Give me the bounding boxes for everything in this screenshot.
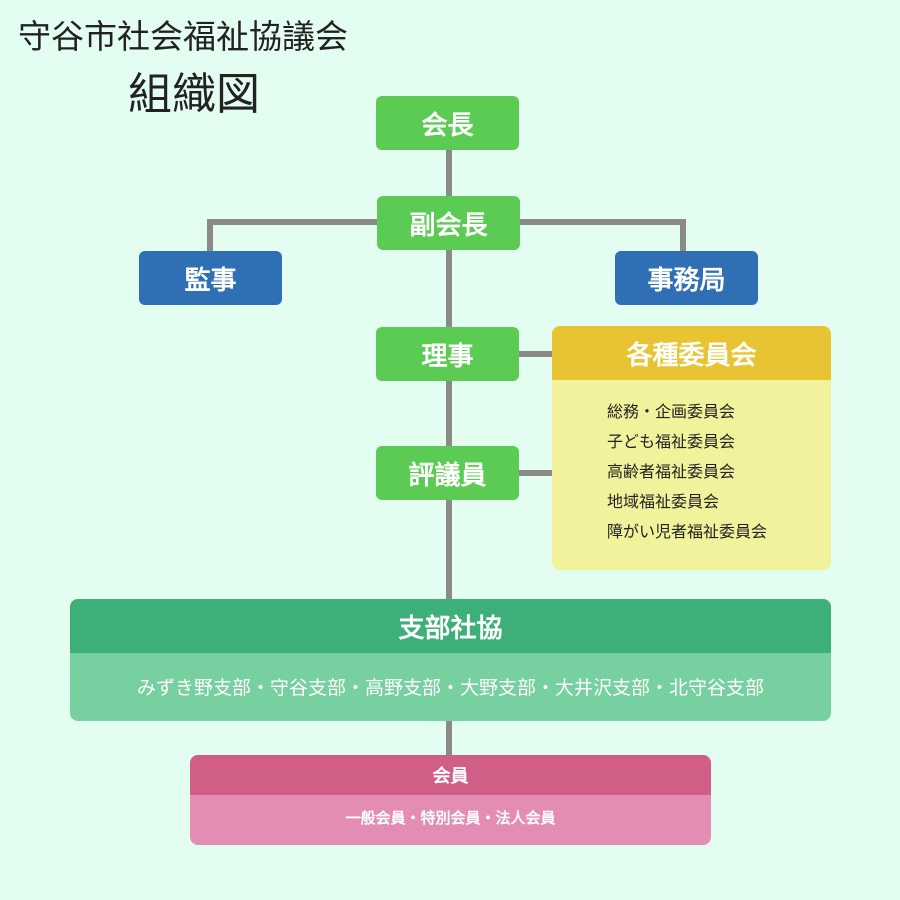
org-subtitle: 組織図 xyxy=(128,69,260,120)
committee-item: 子ども福祉委員会 xyxy=(607,432,736,451)
branches-header: 支部社協 xyxy=(70,599,831,653)
connector-auditor-vertical xyxy=(207,219,213,253)
committee-item: 障がい児者福祉委員会 xyxy=(607,522,768,541)
members-header: 会員 xyxy=(190,755,711,795)
connector-secretariat-vertical xyxy=(680,219,686,253)
connector-vertical-main-upper xyxy=(446,148,452,198)
connector-auditor-horizontal xyxy=(207,219,379,225)
branches-panel: 支部社協 みずき野支部・守谷支部・高野支部・大野支部・大井沢支部・北守谷支部 xyxy=(70,599,831,721)
committees-panel: 各種委員会 総務・企画委員会 子ども福祉委員会 高齢者福祉委員会 地域福祉委員会… xyxy=(552,326,831,570)
auditor-node: 監事 xyxy=(139,251,282,305)
connector-vertical-main-lower xyxy=(446,248,452,758)
committees-header: 各種委員会 xyxy=(552,326,831,380)
vice-chairman-node: 副会長 xyxy=(377,196,520,250)
committee-item: 地域福祉委員会 xyxy=(607,492,720,511)
chairman-node: 会長 xyxy=(376,96,519,150)
connector-councilors-committees xyxy=(518,470,554,476)
org-title: 守谷市社会福祉協議会 xyxy=(18,17,348,56)
committee-item: 総務・企画委員会 xyxy=(607,402,736,421)
committees-list: 総務・企画委員会 子ども福祉委員会 高齢者福祉委員会 地域福祉委員会 障がい児者… xyxy=(552,380,831,547)
committee-item: 高齢者福祉委員会 xyxy=(607,462,736,481)
members-list: 一般会員・特別会員・法人会員 xyxy=(345,809,556,827)
branches-list: みずき野支部・守谷支部・高野支部・大野支部・大井沢支部・北守谷支部 xyxy=(136,677,764,699)
connector-directors-committees xyxy=(518,351,554,357)
members-panel: 会員 一般会員・特別会員・法人会員 xyxy=(190,755,711,845)
directors-node: 理事 xyxy=(376,327,519,381)
councilors-node: 評議員 xyxy=(376,446,519,500)
secretariat-node: 事務局 xyxy=(615,251,758,305)
connector-secretariat-horizontal xyxy=(518,219,686,225)
